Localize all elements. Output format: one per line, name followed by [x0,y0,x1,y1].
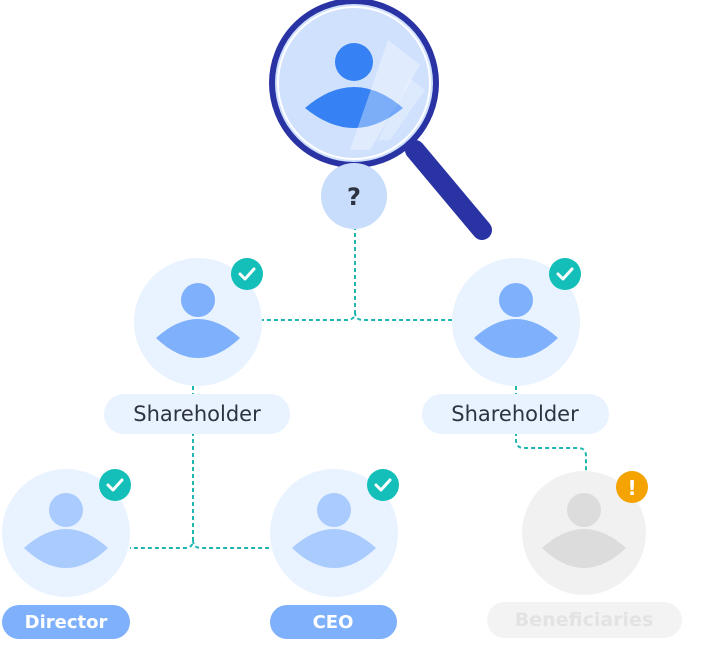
label-pill [422,394,609,434]
check-badge-icon [99,469,131,501]
node-label: CEO [313,612,354,633]
check-badge-icon [549,258,581,290]
svg-text:!: ! [627,476,636,500]
magnifier-group [269,0,492,240]
node-label: Shareholder [451,402,579,426]
node-shareholder-left: Shareholder [104,258,290,434]
node-shareholder-right: Shareholder [422,258,609,434]
node-label: Shareholder [133,402,261,426]
magnifier-handle [405,140,492,240]
label-pill [487,602,682,638]
node-ceo: CEO [270,469,399,639]
check-badge-icon [231,258,263,290]
person-icon [474,283,558,358]
label-pill [2,605,130,639]
blurred-avatar-icon [305,43,403,128]
node-director: Director [2,469,131,639]
label-pill [270,605,397,639]
person-icon [542,493,626,568]
connector-top [262,226,452,321]
person-icon [156,283,240,358]
warning-badge-icon: ! [616,471,648,503]
node-label: Director [25,612,108,633]
label-pill [104,394,290,434]
lens-glare [350,40,420,150]
unknown-owner-node: ? [321,163,387,229]
node-beneficiaries: ! Beneficiaries [487,471,682,638]
node-label: Beneficiaries [515,609,654,631]
unknown-mark: ? [347,183,361,211]
check-badge-icon [367,469,399,501]
person-icon [24,493,108,568]
person-icon [292,493,376,568]
